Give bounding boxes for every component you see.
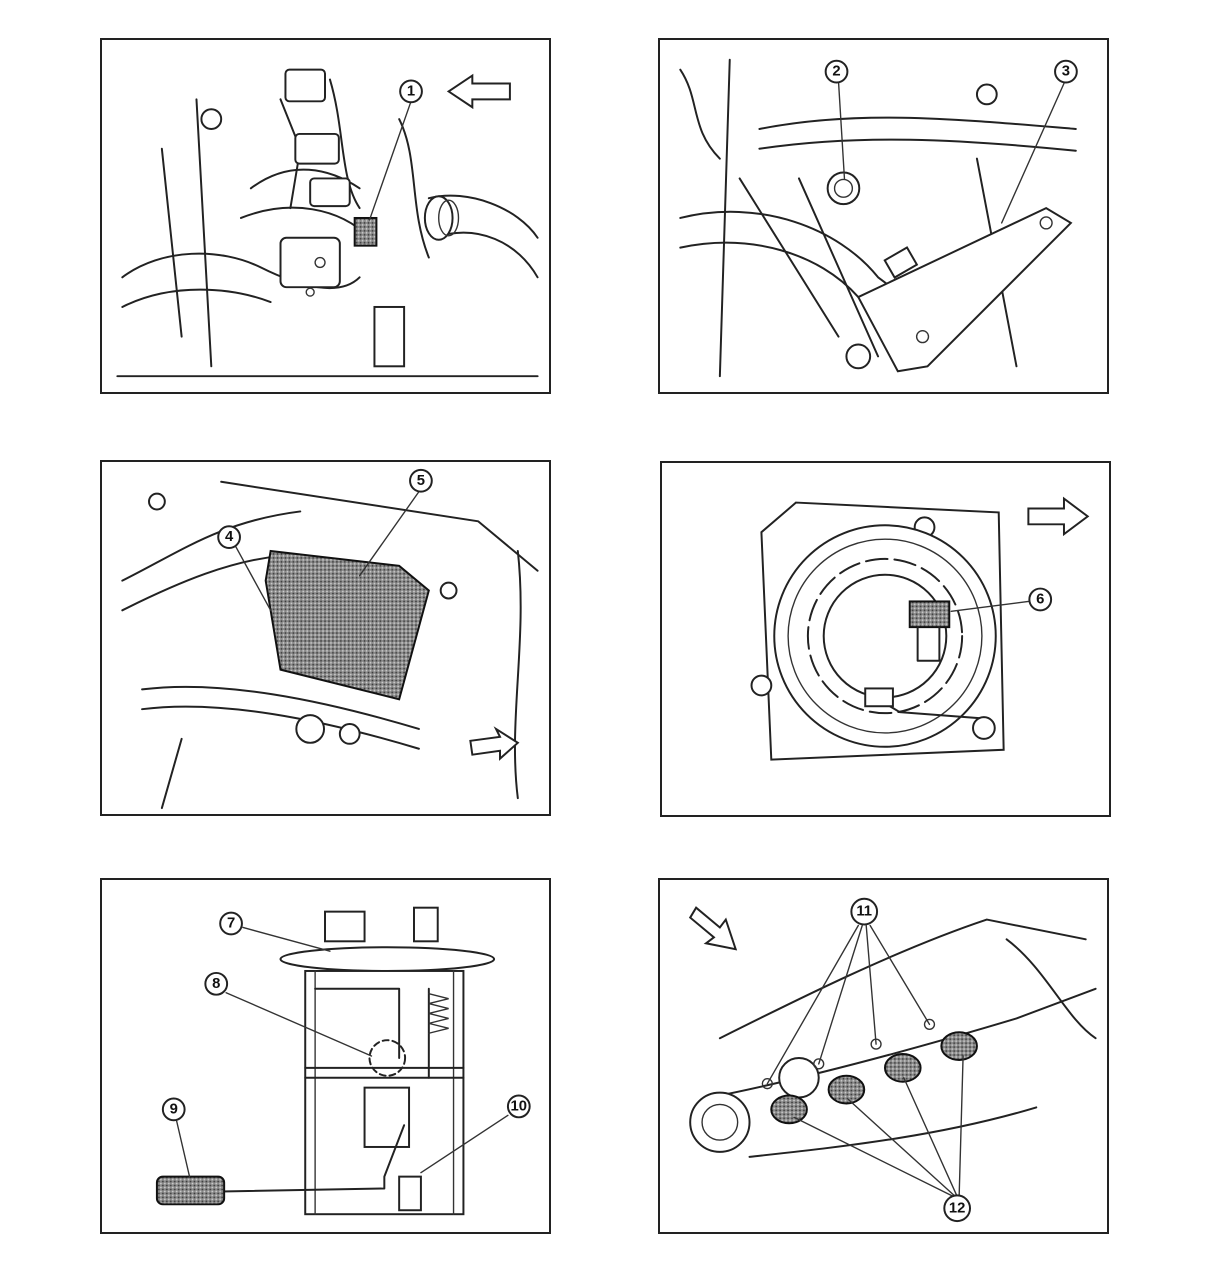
callout-6: 6 — [1036, 591, 1044, 607]
fuel-pump-access-drawing: 6 — [750, 496, 1090, 761]
callout-2: 2 — [832, 64, 840, 80]
callout-7: 7 — [227, 916, 235, 932]
callout-11: 11 — [856, 904, 872, 920]
illustration-panel-2: 2 3 — [658, 38, 1109, 394]
fuel-pump-assembly-drawing: 7 8 9 10 — [155, 906, 531, 1216]
direction-arrow-icon — [688, 906, 738, 951]
callout-10: 10 — [511, 1098, 527, 1114]
callout-8: 8 — [212, 976, 220, 992]
direction-arrow-icon — [469, 726, 520, 761]
engine-bay-drawing-1: 1 — [116, 68, 539, 378]
engine-bay-drawing-2: 2 3 — [679, 58, 1078, 378]
callout-4: 4 — [225, 529, 234, 545]
illustration-panel-6: 11 12 — [658, 878, 1109, 1234]
callout-1: 1 — [407, 83, 415, 99]
direction-arrow-icon — [1027, 496, 1090, 537]
callout-9: 9 — [170, 1101, 178, 1117]
ignition-coils-drawing: 11 12 — [688, 897, 1097, 1223]
callout-12: 12 — [949, 1200, 966, 1216]
floor-panel-drawing: 4 5 — [121, 468, 539, 810]
illustration-panel-3: 4 5 — [100, 460, 551, 816]
illustration-panel-1: 1 — [100, 38, 551, 394]
illustration-panel-5: 7 8 9 10 — [100, 878, 551, 1234]
direction-arrow-icon — [446, 73, 511, 110]
callout-3: 3 — [1062, 64, 1070, 80]
callout-5: 5 — [417, 473, 425, 489]
illustration-panel-4: 6 — [660, 461, 1111, 817]
